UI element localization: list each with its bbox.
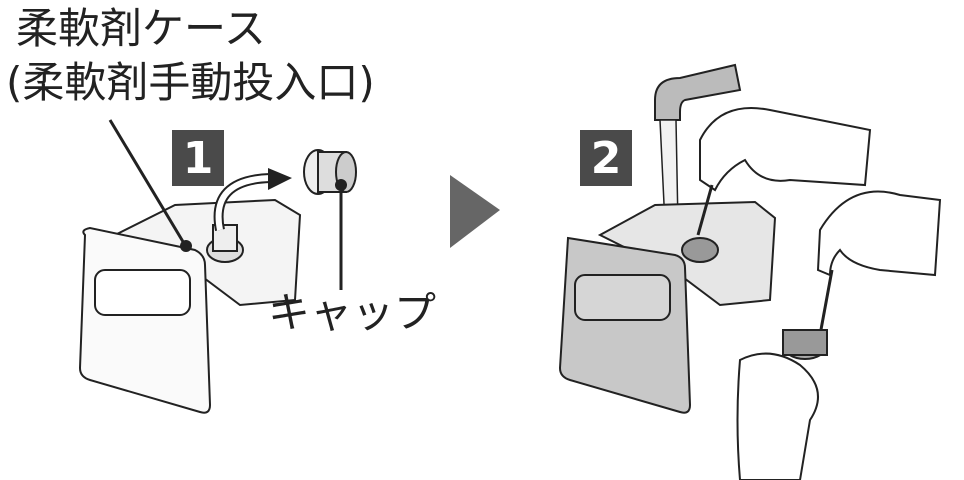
cap-2: [782, 329, 828, 360]
case-leader-line: [108, 119, 187, 246]
cap-1: [303, 149, 357, 195]
cap-label: キャップ: [268, 288, 437, 337]
case-leader-dot: [180, 240, 192, 252]
softener-case-2: [558, 200, 777, 414]
hand-upper: [696, 107, 872, 236]
softener-case-label: 柔軟剤ケース: [16, 4, 266, 53]
next-step-arrow: [450, 175, 500, 248]
hand-right: [816, 190, 942, 336]
step-1-badge: 1: [172, 130, 224, 186]
softener-case-1: [78, 198, 302, 414]
hand-lower: [736, 352, 819, 480]
step-2-badge: 2: [580, 130, 632, 186]
manual-inlet-label: (柔軟剤手動投入口): [6, 58, 375, 107]
faucet: [654, 63, 742, 121]
